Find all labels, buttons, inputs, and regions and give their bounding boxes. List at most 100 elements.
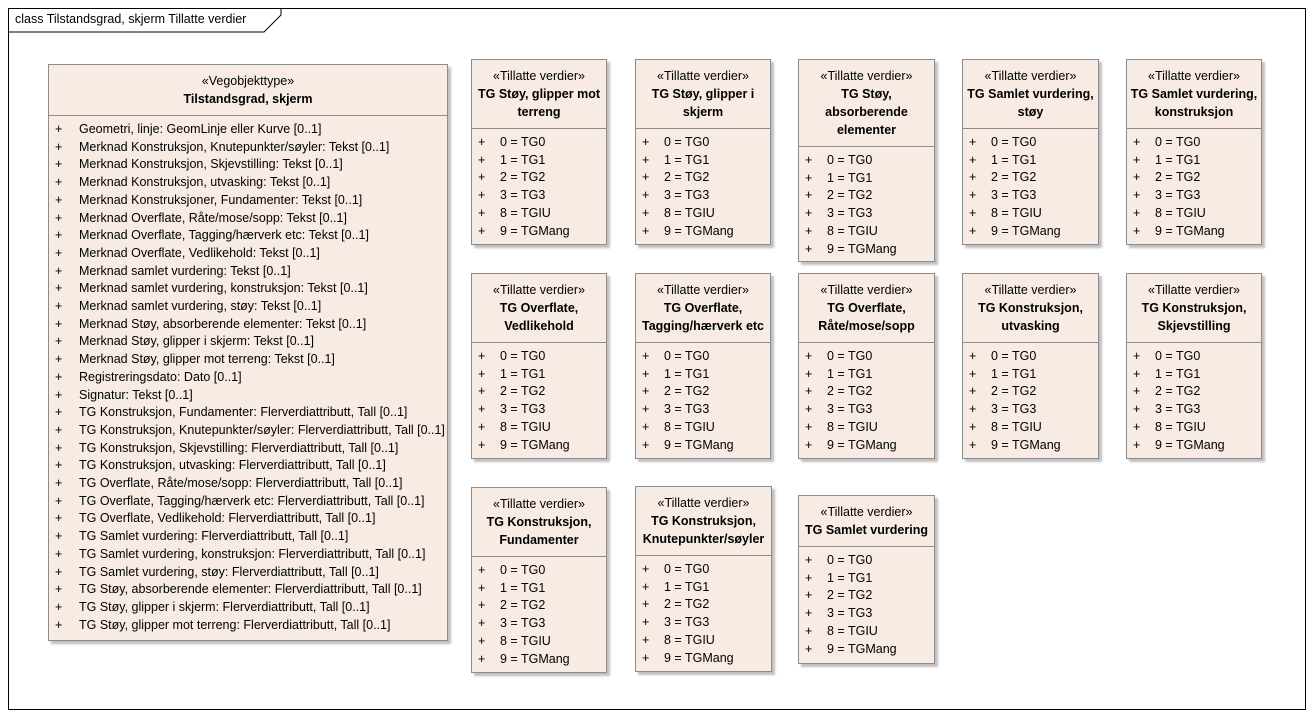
attribute-row[interactable]: +TG Overflate, Råte/mose/sopp: Flerverdi… [49,475,447,493]
enum-value-row[interactable]: +1 = TG1 [1127,152,1261,170]
enum-value-row[interactable]: +2 = TG2 [636,383,770,401]
class-tilstandsgrad-skjerm[interactable]: «Vegobjekttype» Tilstandsgrad, skjerm +G… [48,64,448,641]
enum-class[interactable]: «Tillatte verdier»TG Overflate,Vedlikeho… [471,273,607,459]
attribute-row[interactable]: +Merknad Støy, absorberende elementer: T… [49,316,447,334]
attribute-row[interactable]: +TG Støy, glipper i skjerm: Flerverdiatt… [49,599,447,617]
enum-value-row[interactable]: +3 = TG3 [472,401,606,419]
enum-value-row[interactable]: +9 = TGMang [472,437,606,455]
enum-value-row[interactable]: +8 = TGIU [799,419,934,437]
attribute-row[interactable]: +Merknad Overflate, Råte/mose/sopp: Teks… [49,210,447,228]
enum-value-row[interactable]: +3 = TG3 [963,187,1098,205]
enum-value-row[interactable]: +1 = TG1 [472,152,606,170]
enum-value-row[interactable]: +2 = TG2 [799,187,934,205]
enum-class[interactable]: «Tillatte verdier»TG Samlet vurdering,st… [962,59,1099,245]
enum-value-row[interactable]: +1 = TG1 [472,366,606,384]
enum-value-row[interactable]: +8 = TGIU [636,632,771,650]
attribute-row[interactable]: +TG Konstruksjon, Skjevstilling: Flerver… [49,440,447,458]
enum-class[interactable]: «Tillatte verdier»TG Konstruksjon,utvask… [962,273,1099,459]
enum-value-row[interactable]: +0 = TG0 [636,134,770,152]
enum-value-row[interactable]: +9 = TGMang [963,437,1098,455]
enum-value-row[interactable]: +8 = TGIU [636,205,770,223]
enum-value-row[interactable]: +2 = TG2 [963,383,1098,401]
enum-class[interactable]: «Tillatte verdier»TG Overflate,Tagging/h… [635,273,771,459]
enum-value-row[interactable]: +3 = TG3 [799,401,934,419]
enum-class[interactable]: «Tillatte verdier»TG Konstruksjon,Fundam… [471,487,607,673]
attribute-row[interactable]: +Merknad Støy, glipper i skjerm: Tekst [… [49,333,447,351]
enum-value-row[interactable]: +2 = TG2 [472,597,606,615]
attribute-row[interactable]: +TG Overflate, Vedlikehold: Flerverdiatt… [49,510,447,528]
enum-value-row[interactable]: +9 = TGMang [1127,437,1261,455]
enum-value-row[interactable]: +8 = TGIU [636,419,770,437]
enum-value-row[interactable]: +0 = TG0 [472,348,606,366]
enum-value-row[interactable]: +3 = TG3 [799,605,934,623]
attribute-row[interactable]: +Merknad Konstruksjon, Knutepunkter/søyl… [49,139,447,157]
enum-value-row[interactable]: +3 = TG3 [1127,401,1261,419]
attribute-row[interactable]: +Merknad Overflate, Tagging/hærverk etc:… [49,227,447,245]
attribute-row[interactable]: +Registreringsdato: Dato [0..1] [49,369,447,387]
attribute-row[interactable]: +Merknad Konstruksjoner, Fundamenter: Te… [49,192,447,210]
enum-value-row[interactable]: +1 = TG1 [636,366,770,384]
enum-value-row[interactable]: +3 = TG3 [636,187,770,205]
attribute-row[interactable]: +TG Konstruksjon, Fundamenter: Flerverdi… [49,404,447,422]
enum-value-row[interactable]: +8 = TGIU [472,633,606,651]
attribute-row[interactable]: +TG Samlet vurdering: Flerverdiattributt… [49,528,447,546]
enum-value-row[interactable]: +0 = TG0 [1127,134,1261,152]
enum-value-row[interactable]: +8 = TGIU [963,419,1098,437]
enum-value-row[interactable]: +2 = TG2 [1127,383,1261,401]
enum-value-row[interactable]: +9 = TGMang [799,437,934,455]
enum-value-row[interactable]: +8 = TGIU [1127,205,1261,223]
enum-value-row[interactable]: +1 = TG1 [799,570,934,588]
enum-class[interactable]: «Tillatte verdier»TG Samlet vurdering+0 … [798,495,935,664]
enum-class[interactable]: «Tillatte verdier»TG Samlet vurdering,ko… [1126,59,1262,245]
enum-value-row[interactable]: +0 = TG0 [636,348,770,366]
enum-value-row[interactable]: +1 = TG1 [799,366,934,384]
enum-value-row[interactable]: +0 = TG0 [963,348,1098,366]
enum-value-row[interactable]: +9 = TGMang [636,650,771,668]
enum-value-row[interactable]: +2 = TG2 [963,169,1098,187]
enum-value-row[interactable]: +3 = TG3 [472,615,606,633]
enum-value-row[interactable]: +9 = TGMang [472,223,606,241]
enum-value-row[interactable]: +2 = TG2 [472,169,606,187]
enum-value-row[interactable]: +8 = TGIU [799,223,934,241]
attribute-row[interactable]: +Merknad Konstruksjon, Skjevstilling: Te… [49,156,447,174]
enum-value-row[interactable]: +0 = TG0 [1127,348,1261,366]
enum-value-row[interactable]: +3 = TG3 [1127,187,1261,205]
enum-value-row[interactable]: +8 = TGIU [963,205,1098,223]
enum-value-row[interactable]: +1 = TG1 [1127,366,1261,384]
enum-value-row[interactable]: +9 = TGMang [799,241,934,259]
enum-value-row[interactable]: +9 = TGMang [636,223,770,241]
enum-value-row[interactable]: +8 = TGIU [472,419,606,437]
enum-class[interactable]: «Tillatte verdier»TG Konstruksjon,Skjevs… [1126,273,1262,459]
enum-value-row[interactable]: +8 = TGIU [472,205,606,223]
enum-value-row[interactable]: +9 = TGMang [472,651,606,669]
enum-value-row[interactable]: +1 = TG1 [963,152,1098,170]
enum-value-row[interactable]: +1 = TG1 [636,579,771,597]
enum-value-row[interactable]: +0 = TG0 [963,134,1098,152]
attribute-row[interactable]: +TG Støy, absorberende elementer: Flerve… [49,581,447,599]
enum-value-row[interactable]: +3 = TG3 [963,401,1098,419]
attribute-row[interactable]: +Merknad Konstruksjon, utvasking: Tekst … [49,174,447,192]
enum-value-row[interactable]: +0 = TG0 [799,348,934,366]
enum-value-row[interactable]: +9 = TGMang [963,223,1098,241]
enum-value-row[interactable]: +1 = TG1 [963,366,1098,384]
enum-value-row[interactable]: +1 = TG1 [472,580,606,598]
attribute-row[interactable]: +TG Konstruksjon, utvasking: Flerverdiat… [49,457,447,475]
enum-value-row[interactable]: +0 = TG0 [636,561,771,579]
enum-value-row[interactable]: +2 = TG2 [1127,169,1261,187]
enum-value-row[interactable]: +9 = TGMang [1127,223,1261,241]
enum-value-row[interactable]: +1 = TG1 [636,152,770,170]
attribute-row[interactable]: +TG Konstruksjon, Knutepunkter/søyler: F… [49,422,447,440]
enum-value-row[interactable]: +3 = TG3 [799,205,934,223]
enum-class[interactable]: «Tillatte verdier»TG Overflate,Råte/mose… [798,273,935,459]
enum-value-row[interactable]: +0 = TG0 [472,562,606,580]
attribute-row[interactable]: +Merknad samlet vurdering: Tekst [0..1] [49,263,447,281]
attribute-row[interactable]: +Merknad samlet vurdering, konstruksjon:… [49,280,447,298]
enum-value-row[interactable]: +3 = TG3 [472,187,606,205]
attribute-row[interactable]: +Signatur: Tekst [0..1] [49,387,447,405]
enum-value-row[interactable]: +9 = TGMang [799,641,934,659]
enum-value-row[interactable]: +2 = TG2 [636,596,771,614]
attribute-row[interactable]: +Merknad samlet vurdering, støy: Tekst [… [49,298,447,316]
